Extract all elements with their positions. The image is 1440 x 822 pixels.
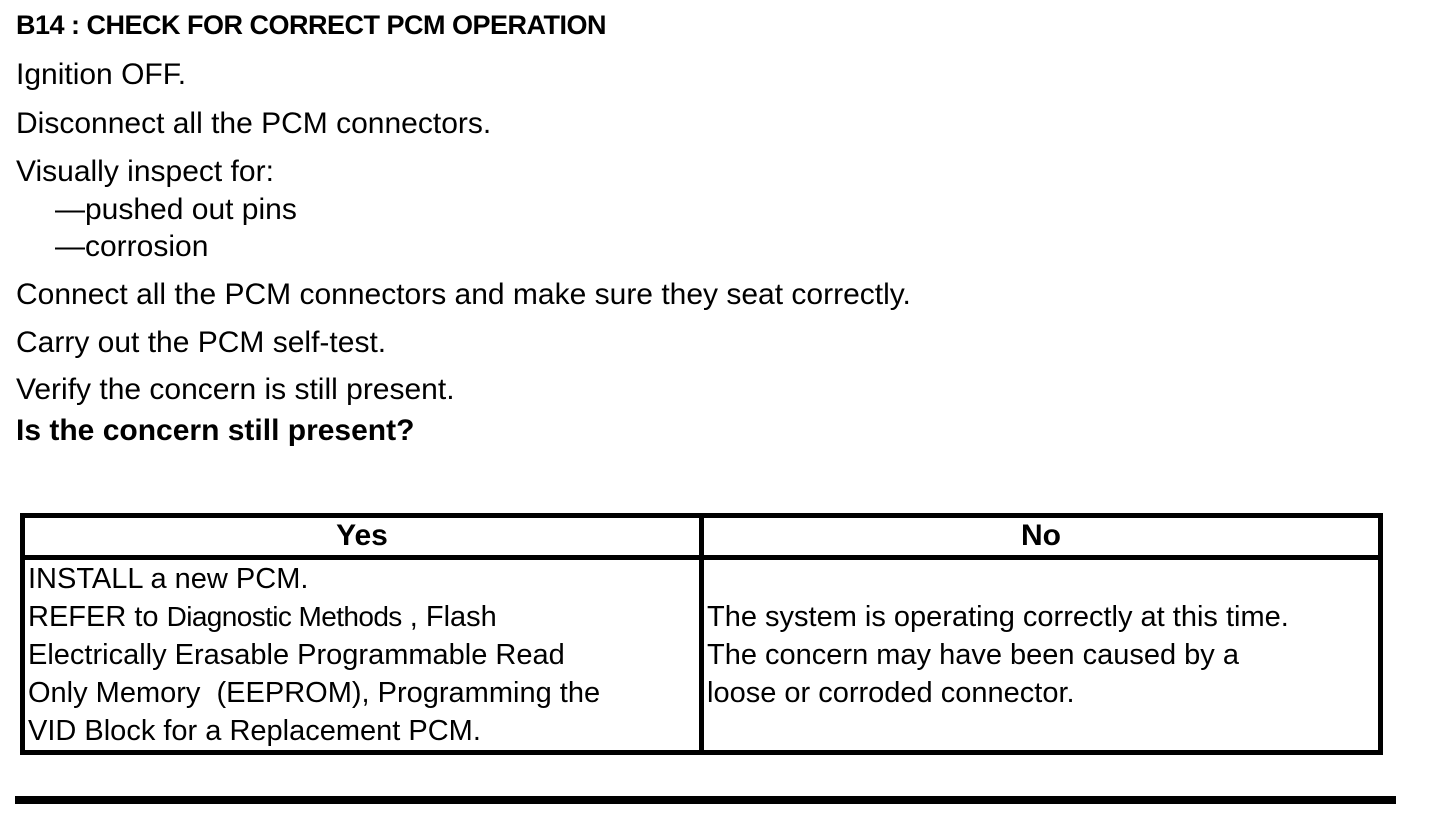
page-title: B14 : CHECK FOR CORRECT PCM OPERATION — [16, 10, 607, 40]
procedure-step: Connect all the PCM connectors and make … — [16, 278, 911, 311]
refer-prefix: REFER to — [28, 601, 167, 633]
yes-column-header: Yes — [20, 513, 704, 560]
procedure-step: Ignition OFF. — [16, 58, 187, 91]
procedure-step: Visually inspect for: — [16, 155, 274, 188]
no-result-cell: The system is operating correctly at thi… — [699, 555, 1383, 755]
no-result-line: The system is operating correctly at thi… — [707, 601, 1289, 633]
decision-question: Is the concern still present? — [16, 414, 415, 447]
procedure-substep: —pushed out pins — [55, 193, 297, 226]
yes-refer-line: Electrically Erasable Programmable Read — [28, 639, 565, 671]
yes-action-line: INSTALL a new PCM. — [28, 563, 309, 595]
table-header-row: Yes No — [20, 513, 1383, 560]
yes-refer-line: REFER to Diagnostic Methods , Flash — [28, 598, 697, 636]
yes-result-cell: INSTALL a new PCM. REFER to Diagnostic M… — [20, 555, 704, 755]
procedure-step: Verify the concern is still present. — [16, 373, 455, 406]
yes-no-results-table: Yes No INSTALL a new PCM. REFER to Diagn… — [20, 513, 1383, 755]
table-body-row: INSTALL a new PCM. REFER to Diagnostic M… — [20, 555, 1383, 755]
no-result-line: The concern may have been caused by a — [707, 639, 1239, 671]
no-result-line: loose or corroded connector. — [707, 677, 1075, 709]
diagnostic-methods-reference: Diagnostic Methods — [166, 601, 403, 632]
procedure-step: Disconnect all the PCM connectors. — [16, 107, 492, 140]
yes-refer-line: Only Memory (EEPROM), Programming the — [28, 677, 601, 709]
procedure-step: Carry out the PCM self-test. — [16, 326, 387, 359]
horizontal-divider-rule — [15, 796, 1396, 804]
refer-suffix: , Flash — [401, 601, 497, 633]
yes-refer-line: VID Block for a Replacement PCM. — [28, 715, 481, 747]
procedure-substep: —corrosion — [55, 230, 209, 263]
no-column-header: No — [699, 513, 1383, 560]
